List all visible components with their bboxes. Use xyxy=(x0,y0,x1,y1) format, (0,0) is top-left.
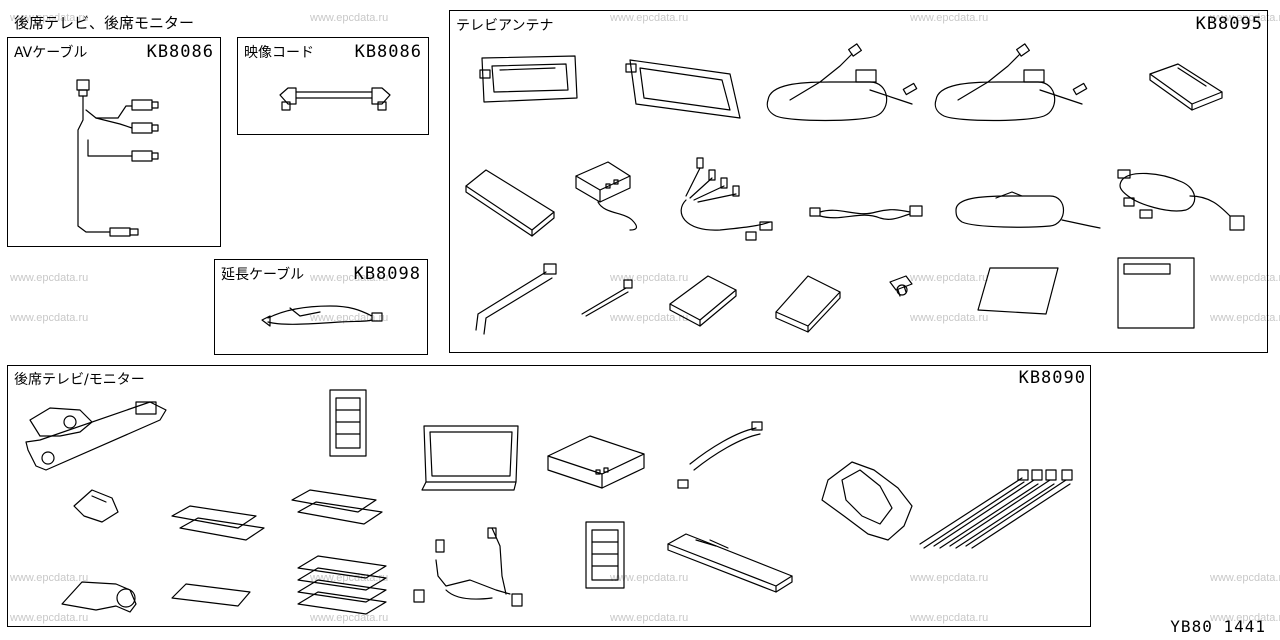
part-wiring-clips[interactable] xyxy=(821,461,913,541)
watermark-text: www.epcdata.ru xyxy=(610,612,689,624)
group-av-cable: AVケーブル KB8086 xyxy=(7,37,221,247)
watermark-text: www.epcdata.ru xyxy=(10,12,89,24)
watermark-text: www.epcdata.ru xyxy=(610,272,689,284)
part-display-panel[interactable] xyxy=(329,389,367,457)
part-antenna-tuner[interactable] xyxy=(575,161,638,231)
part-antenna-film-1[interactable] xyxy=(479,55,578,103)
watermark-text: www.epcdata.ru xyxy=(10,612,89,624)
part-code: KB8086 xyxy=(146,42,214,62)
part-monitor-cable[interactable] xyxy=(677,421,763,489)
part-pad-stack[interactable] xyxy=(297,555,387,615)
watermark-text: www.epcdata.ru xyxy=(310,272,389,284)
part-power-harness[interactable] xyxy=(413,527,523,607)
part-manual-1[interactable] xyxy=(669,275,737,327)
watermark-text: www.epcdata.ru xyxy=(910,572,989,584)
part-antenna-cable-short[interactable] xyxy=(809,205,923,220)
part-antenna-loop-harness[interactable] xyxy=(1117,169,1245,231)
part-display-panel-2[interactable] xyxy=(585,521,625,589)
group-video-cord: 映像コード KB8086 xyxy=(237,37,429,135)
part-bracket-clip[interactable] xyxy=(61,581,137,613)
watermark-text: www.epcdata.ru xyxy=(10,572,89,584)
watermark-text: www.epcdata.ru xyxy=(910,12,989,24)
group-extension-cable: 延長ケーブル KB8098 xyxy=(214,259,428,355)
part-screw[interactable] xyxy=(889,275,913,297)
part-av-cable[interactable] xyxy=(76,79,159,237)
part-rail[interactable] xyxy=(667,533,793,593)
page-title: 後席テレビ、後席モニター xyxy=(14,14,195,32)
group-title: 後席テレビ/モニター xyxy=(14,372,145,388)
part-code: KB8086 xyxy=(354,42,422,62)
group-title: テレビアンテナ xyxy=(456,18,554,34)
watermark-text: www.epcdata.ru xyxy=(10,312,89,324)
group-title: AVケーブル xyxy=(14,45,88,61)
part-cable-ties[interactable] xyxy=(919,469,1073,549)
watermark-text: www.epcdata.ru xyxy=(610,12,689,24)
group-title: 映像コード xyxy=(244,45,314,61)
part-lcd-monitor[interactable] xyxy=(421,425,519,491)
watermark-text: www.epcdata.ru xyxy=(910,612,989,624)
part-antenna-cable-1[interactable] xyxy=(766,43,918,122)
part-pad-pair-1[interactable] xyxy=(171,505,265,541)
watermark-text: www.epcdata.ru xyxy=(310,12,389,24)
page-id: YB80 1441 xyxy=(1170,617,1266,636)
group-title: 延長ケーブル xyxy=(221,267,305,283)
part-label-card[interactable] xyxy=(1117,257,1195,329)
part-antenna-harness[interactable] xyxy=(680,157,773,241)
watermark-text: www.epcdata.ru xyxy=(1210,572,1280,584)
part-extension-cable[interactable] xyxy=(261,305,383,327)
part-cable-tie-small[interactable] xyxy=(581,279,633,317)
watermark-text: www.epcdata.ru xyxy=(610,572,689,584)
part-monitor-bracket[interactable] xyxy=(25,401,167,471)
part-pad-pair-2[interactable] xyxy=(291,489,383,525)
watermark-text: www.epcdata.ru xyxy=(910,312,989,324)
watermark-text: www.epcdata.ru xyxy=(310,612,389,624)
part-code: KB8098 xyxy=(353,264,421,284)
part-antenna-pad[interactable] xyxy=(465,169,555,237)
part-antenna-clamp-strip[interactable] xyxy=(475,263,557,335)
part-code: KB8095 xyxy=(1195,14,1263,34)
group-rear-tv-monitor: 後席テレビ/モニター KB8090 xyxy=(7,365,1091,627)
part-video-cord[interactable] xyxy=(279,87,391,111)
group-tv-antenna: テレビアンテナ KB8095 xyxy=(449,10,1268,353)
watermark-text: www.epcdata.ru xyxy=(1210,312,1280,324)
part-antenna-loop-cable[interactable] xyxy=(955,191,1101,229)
part-control-unit[interactable] xyxy=(547,435,645,489)
part-clip[interactable] xyxy=(73,489,119,523)
part-antenna-film-2[interactable] xyxy=(625,59,741,119)
part-code: KB8090 xyxy=(1018,368,1086,388)
watermark-text: www.epcdata.ru xyxy=(610,312,689,324)
watermark-text: www.epcdata.ru xyxy=(1210,272,1280,284)
part-antenna-amp-block[interactable] xyxy=(1149,63,1223,111)
watermark-text: www.epcdata.ru xyxy=(910,272,989,284)
part-pad-single[interactable] xyxy=(171,583,251,607)
part-antenna-cable-2[interactable] xyxy=(934,43,1088,122)
part-manual-2[interactable] xyxy=(775,275,841,333)
watermark-text: www.epcdata.ru xyxy=(10,272,89,284)
watermark-text: www.epcdata.ru xyxy=(1210,612,1280,624)
watermark-text: www.epcdata.ru xyxy=(1210,12,1280,24)
part-sheet[interactable] xyxy=(977,267,1059,315)
